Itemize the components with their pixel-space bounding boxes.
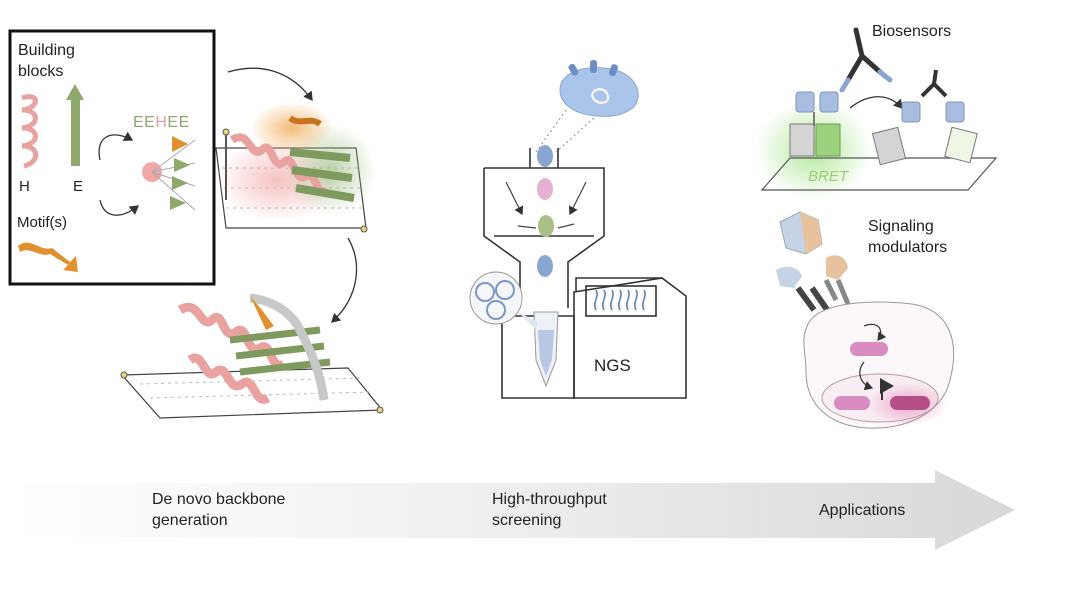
motif-label: Motif(s) (17, 214, 67, 231)
sample-tube-icon (533, 311, 559, 388)
plasmid-magnifier-icon (469, 271, 538, 330)
signaling-line1: Signaling (868, 218, 934, 235)
signaling-modulators-label: Signaling modulators (868, 216, 988, 258)
sequence-letter: E (144, 114, 156, 131)
receptor-ligands-icon (776, 211, 851, 316)
yeast-cell-icon (559, 60, 639, 117)
cell-droplet-icon (537, 145, 553, 167)
biosensors-label: Biosensors (872, 23, 952, 40)
curved-arrow-icon (98, 131, 134, 161)
biosensor-panel (760, 69, 998, 191)
ngs-label: NGS (594, 356, 631, 375)
strand-arrow-icon (66, 84, 84, 166)
deflector-icons (505, 181, 587, 229)
zoom-lines (535, 109, 595, 153)
motif-icon (18, 242, 78, 272)
sequence-letter: E (178, 114, 190, 131)
backbone-structure-top (215, 102, 376, 233)
stage-label-line1: High-throughput (492, 491, 607, 508)
stage-label-screening: High-throughput screening (492, 489, 642, 531)
dna-reads-icon (594, 289, 646, 311)
sequence-letter: E (133, 114, 145, 131)
cell-icon (803, 301, 955, 429)
sequence-letter: H (155, 114, 168, 131)
bret-label: BRET (808, 168, 849, 185)
curved-arrow-icon (99, 199, 140, 216)
cell-droplet-icon (537, 178, 553, 200)
stage-label-backbone-generation: De novo backbone generation (152, 489, 322, 531)
antibody-icon (839, 27, 893, 93)
backbone-structure-bottom (120, 293, 384, 419)
cell-droplet-icon (537, 255, 553, 277)
curved-arrow-icon (227, 67, 313, 102)
strand-label: E (73, 178, 84, 195)
signaling-line2: modulators (868, 239, 948, 256)
strand-triangles-icon (170, 136, 190, 210)
stage-label-line1: Applications (819, 502, 906, 519)
building-blocks-title-line2: blocks (18, 63, 64, 80)
secondary-structure-sequence: EEHEE (133, 114, 190, 132)
sequence-letter: E (167, 114, 179, 131)
building-blocks-title-line1: Building (18, 42, 75, 59)
helix-icon (21, 94, 39, 169)
stage-label-applications: Applications (819, 500, 905, 521)
stage-label-line2: generation (152, 512, 228, 529)
ngs-instrument (501, 277, 687, 399)
cell-droplet-icon (538, 215, 554, 237)
building-blocks-box (8, 29, 216, 286)
stage-label-line2: screening (492, 512, 562, 529)
stage-label-line1: De novo backbone (152, 491, 286, 508)
curved-arrow-icon (331, 237, 358, 323)
building-blocks-title: Building blocks (18, 40, 108, 82)
helix-label: H (19, 178, 30, 195)
pipeline-arrow (10, 470, 1015, 550)
